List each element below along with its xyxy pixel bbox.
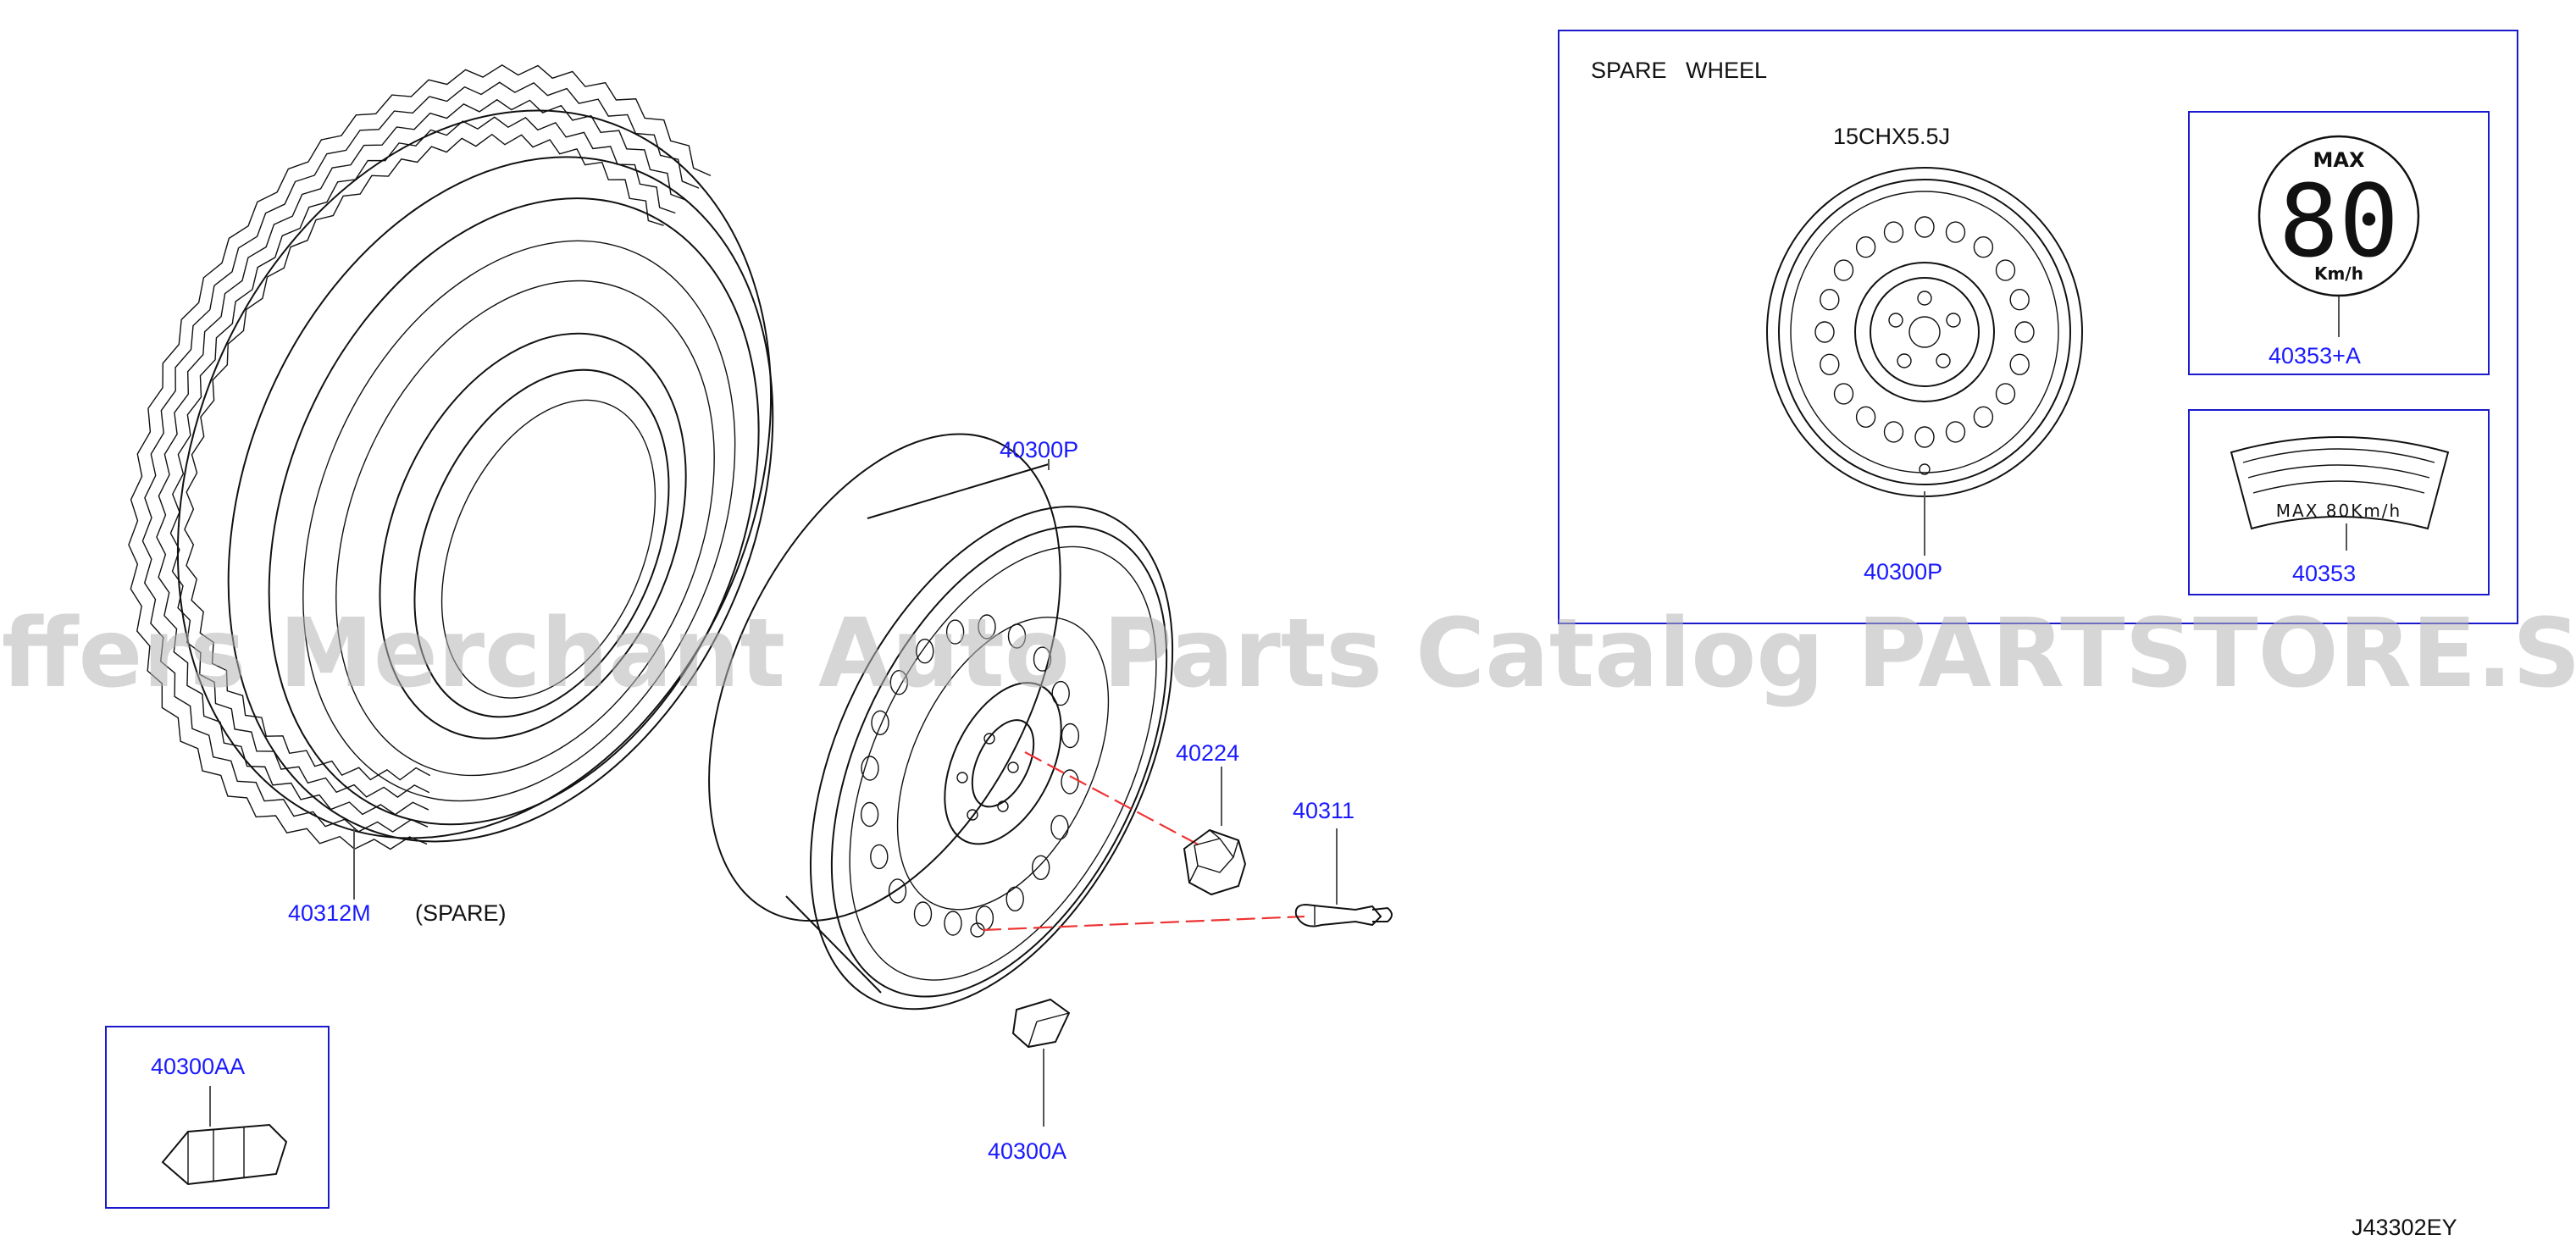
balance-weight-illustration [1011,998,1071,1049]
rim-vent-hole [860,801,879,828]
rim-vent-hole [916,639,934,664]
inset-vent-hole [1883,221,1904,243]
speed-sign-box [2188,111,2490,375]
rim-vent-hole [944,911,962,936]
rim-vent-hole [945,619,965,645]
part-40300p-label[interactable]: 40300P [1000,437,1078,462]
tread-pattern-row [141,81,700,833]
lug-hole [1007,761,1019,773]
lug-hole [967,809,978,821]
rim-vent-hole [975,905,994,931]
rim-vent-hole [1061,769,1079,795]
inset-vent-hole [1883,421,1904,443]
rim-vent-hole [1061,723,1080,749]
wheel-size-label: 15CHX5.5J [1833,124,1950,149]
rim-vent-hole [978,614,996,640]
part-40353-label[interactable]: 40353 [2292,561,2356,586]
inset-title: SPARE WHEEL [1591,58,1767,83]
part-40300a-label[interactable]: 40300A [988,1138,1066,1164]
part-40300aa-label[interactable]: 40300AA [151,1054,245,1079]
inset-vent-hole [1945,221,1966,243]
label-card-box [2188,409,2490,595]
inset-vent-hole [1855,236,1876,258]
lug-hole [983,733,995,745]
inset-vent-hole [1914,216,1935,238]
sticker-text: MAX 80Km/h [2276,501,2401,521]
tread-pattern-row [169,116,676,798]
weight-kit-box [105,1026,330,1209]
inset-vent-hole [1914,426,1935,448]
inset-vent-hole [1945,421,1966,443]
lug-nut-illustration [1183,828,1247,896]
diagram-code: J43302EY [2352,1215,2457,1240]
inset-vent-hole [1820,353,1840,375]
wheel-illustration [708,433,1174,1011]
part-40311-label[interactable]: 40311 [1293,798,1354,823]
inset-vent-hole [1833,259,1854,281]
inset-vent-hole [1833,383,1854,405]
inset-vent-hole [2014,321,2035,343]
speed-limit-sign: MAX 80 Km/h [2257,135,2420,297]
sign-unit-text: Km/h [2314,263,2363,284]
part-40353a-label[interactable]: 40353+A [2269,343,2361,368]
rim-vent-hole [1005,886,1024,912]
spare-wheel-inset [1558,30,2518,624]
lug-hole [956,772,968,784]
inset-vent-hole [1973,236,1994,258]
rim-vent-hole [1031,855,1050,881]
lug-hole [997,800,1009,812]
tire-illustration [128,64,774,850]
part-40312m-label[interactable]: 40312M [288,900,371,926]
tread-pattern-row [128,64,712,850]
speed-label-sticker: MAX 80Km/h [2230,436,2450,530]
tread-pattern-row [156,98,688,816]
tread-pattern-row [184,133,664,781]
inset-vent-hole [1814,321,1835,343]
spare-note: (SPARE) [415,900,507,926]
rim-vent-hole [871,710,889,735]
inset-vent-hole [1995,259,2016,281]
inset-vent-hole [2009,289,2030,311]
rim-vent-hole [1007,623,1027,649]
rim-vent-hole [889,670,909,695]
rim-vent-hole [913,901,933,927]
part-40224-label[interactable]: 40224 [1176,740,1239,766]
inset-part-40300p-label[interactable]: 40300P [1864,559,1942,584]
inset-vent-hole [2009,353,2030,375]
nut-alignment-line [1024,751,1204,848]
rim-vent-hole [1051,680,1070,706]
rim-vent-hole [888,878,907,904]
weight-kit-illustration [161,1123,288,1186]
valve-illustration [1294,903,1393,928]
rim-vent-hole [870,844,889,870]
rim-vent-hole [861,756,879,781]
inset-vent-hole [1995,383,2016,405]
inset-vent-hole [1973,406,1994,428]
sign-max-text: MAX [2313,148,2365,172]
watermark: Offers Merchant Auto Parts Catalog PARTS… [0,599,2576,709]
rim-vent-hole [1033,646,1052,672]
rim-vent-hole [1050,815,1069,840]
sign-speed-text: 80 [2279,163,2399,280]
valve-alignment-line [982,915,1305,932]
inset-vent-hole [1855,406,1876,428]
inset-wheel-illustration [1766,167,2083,497]
inset-vent-hole [1820,289,1840,311]
